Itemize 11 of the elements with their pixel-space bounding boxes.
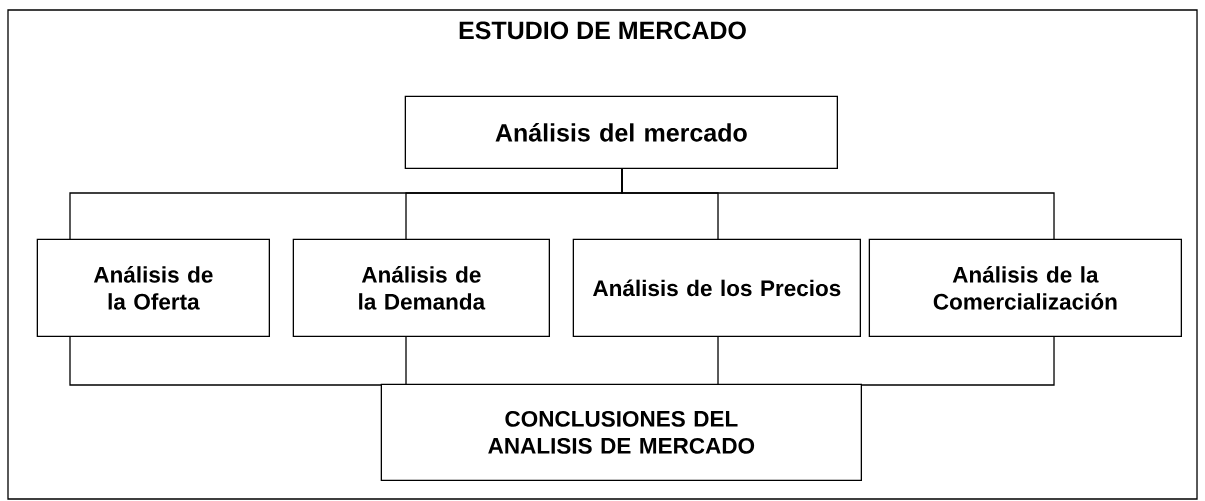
connector-line xyxy=(69,336,383,386)
process-box: Análisis de los Precios xyxy=(572,238,861,337)
connector-line xyxy=(861,336,1055,386)
process-box: CONCLUSIONES DEL ANALISIS DE MERCADO xyxy=(380,383,862,481)
process-box: Análisis de la Demanda xyxy=(292,238,550,337)
process-box: Análisis de la Comercialización xyxy=(868,238,1182,337)
connector-line xyxy=(405,336,407,386)
connector-line xyxy=(717,336,719,386)
connector-line xyxy=(621,168,1055,241)
process-box: Análisis de la Oferta xyxy=(36,238,270,337)
process-box: Análisis del mercado xyxy=(404,95,838,169)
